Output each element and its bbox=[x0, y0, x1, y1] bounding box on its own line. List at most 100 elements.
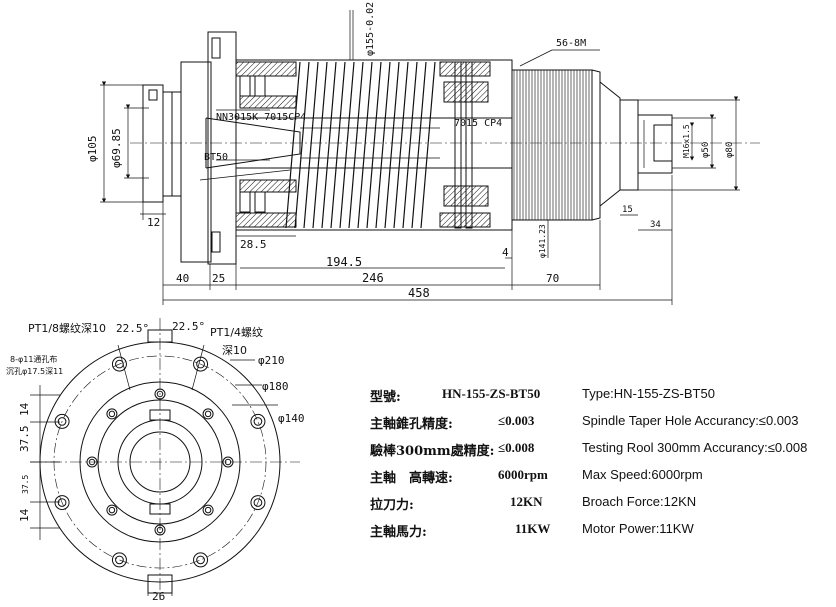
dim-70: 70 bbox=[546, 272, 559, 285]
belt-pulley bbox=[511, 69, 601, 221]
cooling-groove bbox=[339, 61, 355, 229]
mounting-flange bbox=[207, 31, 237, 265]
spec-power-value: 11KW bbox=[515, 521, 551, 536]
bolt-hole-inner bbox=[115, 555, 124, 565]
label-phi105: φ105 bbox=[86, 136, 99, 163]
front-view bbox=[30, 318, 300, 600]
dim-4: 4 bbox=[502, 246, 509, 259]
dim-34: 34 bbox=[650, 220, 661, 230]
spec-speed-label: 主軸 高轉速: bbox=[370, 471, 453, 486]
spec-table: 型號: HN-155-ZS-BT50 Type:HN-155-ZS-BT50 主… bbox=[370, 386, 830, 548]
spec-testing-label: 驗棒300mm處精度: bbox=[370, 444, 495, 459]
dim-14-bottom: 14 bbox=[18, 508, 31, 522]
spec-row-broach: 拉刀力: 12KN Broach Force:12KN bbox=[370, 494, 830, 521]
bolt-hole-inner bbox=[253, 417, 263, 426]
cooling-groove bbox=[420, 61, 436, 229]
bolt-hole bbox=[250, 495, 266, 511]
cooling-groove bbox=[285, 61, 301, 229]
cooling-groove bbox=[348, 61, 364, 229]
top-dimension bbox=[349, 10, 354, 60]
spec-speed-value: 6000rpm bbox=[498, 467, 548, 482]
bolt-hole-inner bbox=[224, 458, 232, 466]
dim-194-5: 194.5 bbox=[326, 255, 362, 269]
dim-37-5-top: 37.5 bbox=[18, 426, 31, 453]
cooling-groove bbox=[366, 61, 382, 229]
spec-type-en: Type:HN-155-ZS-BT50 bbox=[582, 386, 715, 401]
cooling-groove bbox=[375, 61, 391, 229]
cooling-groove bbox=[303, 61, 319, 229]
dim-25: 25 bbox=[212, 272, 225, 285]
left-dimension-lines bbox=[100, 81, 166, 220]
bolt-hole-inner bbox=[88, 458, 96, 466]
bolt-hole bbox=[222, 456, 234, 468]
bolt-hole bbox=[250, 413, 266, 429]
label-bearing-right: 7015 CP4 bbox=[454, 118, 502, 129]
label-angle-1: 22.5° bbox=[116, 322, 149, 335]
bolt-hole bbox=[106, 504, 118, 516]
label-pt18: PT1/8螺纹深10 bbox=[28, 321, 106, 335]
spec-taper-en: Spindle Taper Hole Accurancy:≤0.003 bbox=[582, 413, 799, 428]
inner-ring-circle bbox=[79, 381, 241, 543]
label-angle-2: 22.5° bbox=[172, 320, 205, 333]
label-phi14123: φ141.23 bbox=[538, 224, 547, 258]
cooling-groove bbox=[330, 61, 346, 229]
label-phi140: φ140 bbox=[278, 412, 305, 425]
side-view-text: φ155-0.02 56-8M NN3015K 7015CP4 7015 CP4… bbox=[86, 2, 735, 300]
dim-246: 246 bbox=[362, 271, 384, 285]
spec-testing-en: Testing Rool 300mm Accurancy:≤0.008 bbox=[582, 440, 808, 455]
bolt-hole-inner bbox=[57, 417, 67, 426]
cooling-groove bbox=[411, 61, 427, 229]
spindle-nose bbox=[142, 61, 212, 263]
cooling-groove bbox=[402, 61, 418, 229]
spec-power-en: Motor Power:11KW bbox=[582, 521, 694, 536]
spec-row-taper: 主軸錐孔精度: ≤0.003 Spindle Taper Hole Accura… bbox=[370, 413, 830, 440]
bolt-hole bbox=[106, 408, 118, 420]
bolt-hole bbox=[202, 504, 214, 516]
spec-taper-value: ≤0.003 bbox=[498, 413, 535, 428]
dim-458: 458 bbox=[408, 286, 430, 300]
spec-power-label: 主軸馬力: bbox=[370, 525, 427, 540]
dim-37-5-bottom: 37.5 bbox=[21, 475, 30, 494]
dim-15: 15 bbox=[622, 205, 633, 215]
bolt-hole bbox=[154, 524, 166, 536]
bolt-hole-inner bbox=[115, 359, 124, 369]
spec-row-power: 主軸馬力: 11KW Motor Power:11KW bbox=[370, 521, 830, 548]
label-phi210: φ210 bbox=[258, 354, 285, 367]
label-deep10: 深10 bbox=[222, 344, 247, 357]
bolt-hole-inner bbox=[196, 555, 205, 565]
bolt-hole bbox=[202, 408, 214, 420]
cooling-groove bbox=[393, 61, 409, 229]
bolt-hole bbox=[193, 552, 209, 568]
bolt-hole-inner bbox=[156, 526, 164, 534]
bolt-hole bbox=[111, 552, 127, 568]
label-holes-a: 8-φ11通孔布 bbox=[10, 354, 57, 364]
spec-broach-en: Broach Force:12KN bbox=[582, 494, 697, 509]
label-m16: M16x1.5 bbox=[682, 124, 691, 158]
bolt-hole bbox=[86, 456, 98, 468]
dim-40: 40 bbox=[176, 272, 189, 285]
spec-testing-value: ≤0.008 bbox=[498, 440, 535, 455]
front-view-text: PT1/8螺纹深10 PT1/4螺纹 深10 8-φ11通孔布 沉孔φ17.5深… bbox=[6, 320, 305, 603]
bolt-hole-inner bbox=[204, 410, 212, 418]
bolt-hole-inner bbox=[196, 359, 205, 369]
rear-shaft bbox=[599, 81, 673, 207]
bolt-hole bbox=[54, 495, 70, 511]
cooling-groove bbox=[357, 61, 373, 229]
spec-broach-value: 12KN bbox=[510, 494, 543, 509]
bolt-hole bbox=[54, 413, 70, 429]
bolt-hole-inner bbox=[57, 498, 67, 507]
bolt-hole-inner bbox=[156, 390, 164, 398]
bolt-hole-inner bbox=[108, 506, 116, 514]
bolt-hole bbox=[154, 388, 166, 400]
dim-28-5: 28.5 bbox=[240, 238, 267, 251]
label-belt: 56-8M bbox=[556, 38, 586, 49]
dim-26: 26 bbox=[152, 590, 165, 603]
spindle-housing bbox=[205, 59, 513, 231]
cooling-groove bbox=[312, 61, 328, 229]
spec-type-label: 型號: bbox=[370, 390, 401, 405]
side-view bbox=[100, 10, 760, 305]
bolt-hole-inner bbox=[253, 498, 263, 507]
cooling-groove bbox=[384, 61, 400, 229]
spec-row-testing: 驗棒300mm處精度: ≤0.008 Testing Rool 300mm Ac… bbox=[370, 440, 830, 467]
dim-12: 12 bbox=[147, 216, 160, 229]
